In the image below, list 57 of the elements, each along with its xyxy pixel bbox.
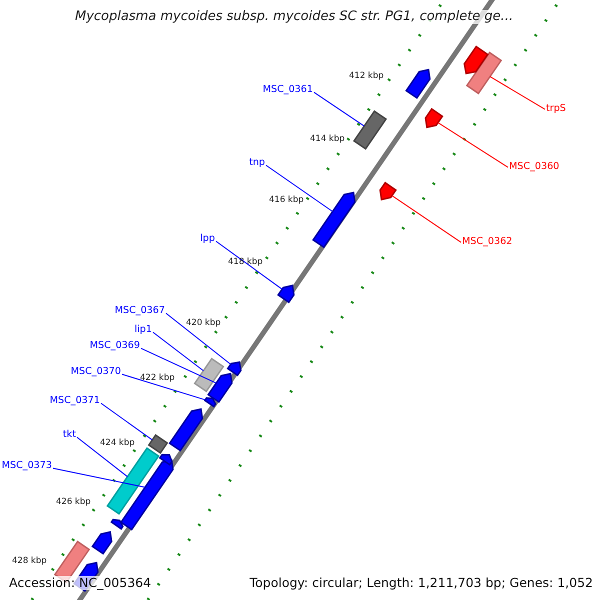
gene-label: lpp — [200, 234, 215, 245]
leader-line — [166, 312, 232, 365]
leader-line — [52, 468, 146, 488]
gene-label: MSC_0360 — [509, 162, 560, 173]
scale-label: 412 kbp — [349, 72, 384, 82]
scale-label: 420 kbp — [186, 319, 221, 328]
gene-pointer-block — [120, 459, 174, 531]
scale-label: 416 kbp — [269, 196, 304, 206]
gene-pointer-block — [168, 408, 204, 452]
scale-label: 422 kbp — [140, 374, 175, 384]
scale-label: 428 kbp — [12, 557, 47, 566]
footer-text: Accession: NC_005364 — [9, 576, 152, 590]
leader-line — [140, 348, 217, 384]
leader-line — [100, 402, 153, 440]
leader-line — [122, 374, 206, 400]
gene-label: MSC_0373 — [2, 461, 52, 472]
leader-line — [216, 240, 283, 290]
gene-pointer-block — [207, 372, 233, 404]
leader-line — [490, 76, 546, 110]
gene-label: MSC_0367 — [114, 306, 165, 317]
gene-label: MSC_0361 — [262, 85, 313, 96]
leader-line — [266, 164, 334, 212]
gene-label: trpS — [546, 104, 566, 115]
leader-line — [314, 92, 365, 127]
gene-bar — [352, 110, 388, 150]
gene-pointer-block — [277, 284, 295, 304]
gene-label: MSC_0362 — [462, 237, 512, 248]
gene-pointer-block — [204, 397, 216, 408]
leader-line — [76, 436, 128, 478]
gene-label: MSC_0369 — [90, 341, 140, 352]
gene-pointer-block — [464, 45, 489, 74]
gene-pointer-block — [379, 182, 397, 200]
scale-label: 414 kbp — [310, 135, 345, 144]
gene-pointer-block — [158, 454, 173, 466]
gene-pointer-block — [110, 518, 124, 530]
gene-label: MSC_0370 — [70, 367, 121, 378]
gene-bar — [106, 447, 160, 515]
gene-label: tkt — [62, 430, 76, 441]
gene-pointer-block — [226, 361, 242, 376]
gene-label: lip1 — [134, 325, 152, 336]
gene-label: tnp — [249, 158, 265, 169]
gene-label: MSC_0371 — [50, 396, 100, 407]
gene-bar — [194, 358, 224, 392]
gene-pointer-block — [91, 531, 112, 555]
gene-pointer-block — [312, 192, 356, 248]
gene-pointer-block — [424, 108, 444, 128]
scale-label: 418 kbp — [228, 258, 263, 268]
scale-label: 426 kbp — [56, 498, 91, 508]
title: Mycoplasma mycoides subsp. mycoides SC str. PG1, complete ge... — [75, 10, 514, 24]
scale-label: 424 kbp — [100, 439, 135, 448]
footer-text: Topology: circular; Length: 1,211,703 bp; Genes: 1,052 — [250, 576, 593, 590]
leader-line — [152, 332, 204, 372]
gene-bar — [466, 52, 502, 94]
leader-line — [438, 122, 508, 168]
gene-pointer-block — [405, 68, 431, 100]
leader-line — [392, 195, 462, 243]
gene-bar — [148, 434, 168, 454]
